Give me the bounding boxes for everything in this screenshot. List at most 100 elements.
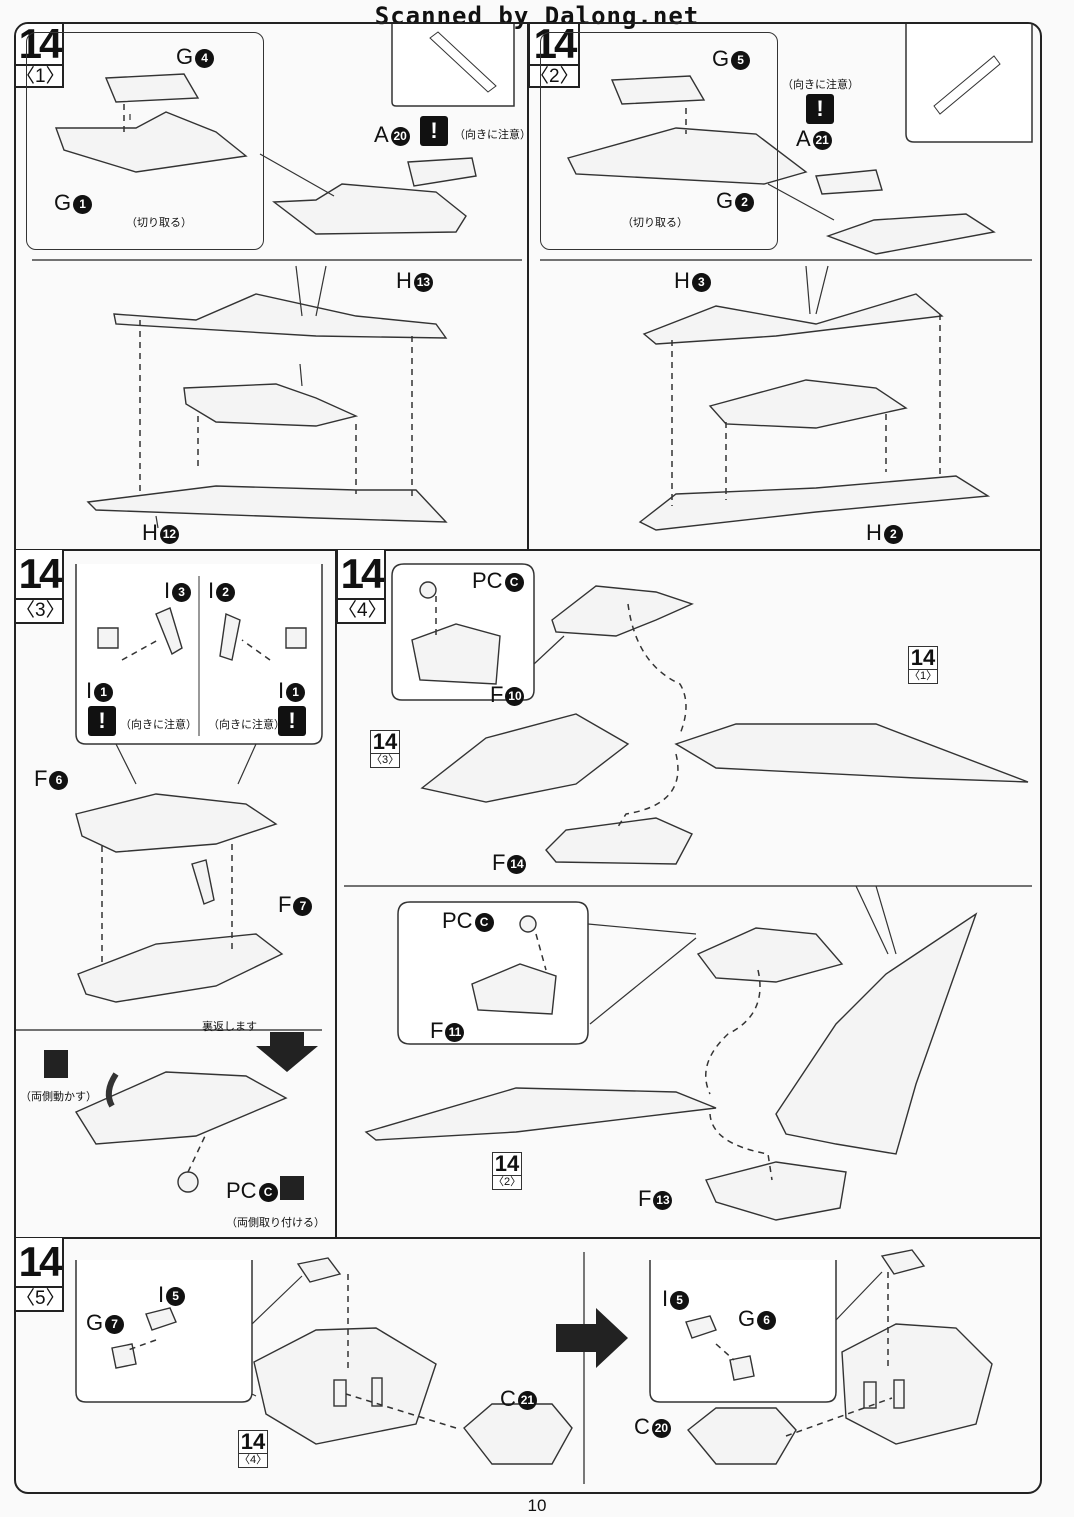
part-number: 6 <box>49 771 69 790</box>
part-letter: I <box>662 1286 669 1311</box>
ref-number: 14 <box>910 645 936 670</box>
part-letter: PC <box>472 568 503 593</box>
mind-direction-note: （向きに注意） <box>208 718 285 731</box>
part-letter: I <box>278 678 285 703</box>
step-sub: 〈3〉 <box>16 598 65 621</box>
part-letter: H <box>866 520 882 545</box>
warning-icon: ! <box>420 116 448 146</box>
part-letter: A <box>374 122 389 147</box>
ref-step-14-1: 14〈1〉 <box>908 646 938 684</box>
part-letter: G <box>54 190 72 215</box>
part-number: 2 <box>883 525 903 544</box>
assembly-illustrations <box>16 24 1040 1484</box>
cut-off-note: （切り取る） <box>622 216 688 229</box>
part-letter: G <box>712 46 730 71</box>
part-number: 20 <box>390 127 410 146</box>
part-letter: I <box>86 678 93 703</box>
mind-direction-note: （向きに注意） <box>120 718 197 731</box>
ref-number: 14 <box>372 729 398 754</box>
part-letter: PC <box>226 1178 257 1203</box>
part-letter: I <box>158 1282 165 1307</box>
step-14-1-badge: 14 〈1〉 <box>16 22 65 88</box>
part-number: 20 <box>651 1419 671 1438</box>
step-number: 14 <box>18 22 63 67</box>
ref-sub: 〈4〉 <box>239 1453 268 1466</box>
part-number: 3 <box>172 583 192 602</box>
part-number: 21 <box>517 1391 537 1410</box>
mind-direction-note: （向きに注意） <box>782 78 859 91</box>
warning-icon: ! <box>278 706 306 736</box>
part-number: 1 <box>94 683 114 702</box>
flip-over-note: 裏返します <box>202 1020 257 1033</box>
part-number: C <box>258 1183 278 1202</box>
part-number: 11 <box>445 1023 465 1042</box>
part-letter: F <box>492 850 506 875</box>
page-number: 10 <box>527 1496 547 1515</box>
step-number: 14 <box>340 550 385 597</box>
part-number: 1 <box>73 195 93 214</box>
part-letter: H <box>674 268 690 293</box>
part-number: 7 <box>293 897 313 916</box>
part-letter: F <box>638 1186 652 1211</box>
part-number: 4 <box>195 49 215 68</box>
step-number: 14 <box>18 550 63 597</box>
ref-step-14-4: 14〈4〉 <box>238 1430 268 1468</box>
part-letter: F <box>34 766 48 791</box>
part-number: 10 <box>505 687 525 706</box>
step-sub: 〈5〉 <box>16 1286 65 1309</box>
part-number: C <box>474 913 494 932</box>
mind-direction-note: （向きに注意） <box>454 128 531 141</box>
part-letter: G <box>86 1310 104 1335</box>
part-letter: G <box>738 1306 756 1331</box>
part-letter: G <box>716 188 734 213</box>
part-letter: A <box>796 126 811 151</box>
ref-sub: 〈2〉 <box>493 1175 522 1188</box>
part-number: 5 <box>670 1291 690 1310</box>
warning-icon: ! <box>806 94 834 124</box>
step-14-4-badge: 14 〈4〉 <box>336 550 387 624</box>
ref-step-14-2: 14〈2〉 <box>492 1152 522 1190</box>
step-sub: 〈2〉 <box>530 64 579 87</box>
ref-sub: 〈1〉 <box>909 669 938 682</box>
part-letter: PC <box>442 908 473 933</box>
part-number: C <box>504 573 524 592</box>
ref-step-14-3: 14〈3〉 <box>370 730 400 768</box>
part-number: 1 <box>286 683 306 702</box>
part-number: 6 <box>757 1311 777 1330</box>
part-letter: H <box>142 520 158 545</box>
part-letter: F <box>490 682 504 707</box>
step-1-inset-box <box>26 32 264 250</box>
part-letter: F <box>278 892 292 917</box>
part-letter: C <box>500 1386 516 1411</box>
part-number: 5 <box>731 51 751 70</box>
step-14-2-badge: 14 〈2〉 <box>528 24 580 88</box>
step-2-inset-box <box>540 32 778 250</box>
part-letter: I <box>208 578 215 603</box>
part-letter: C <box>634 1414 650 1439</box>
